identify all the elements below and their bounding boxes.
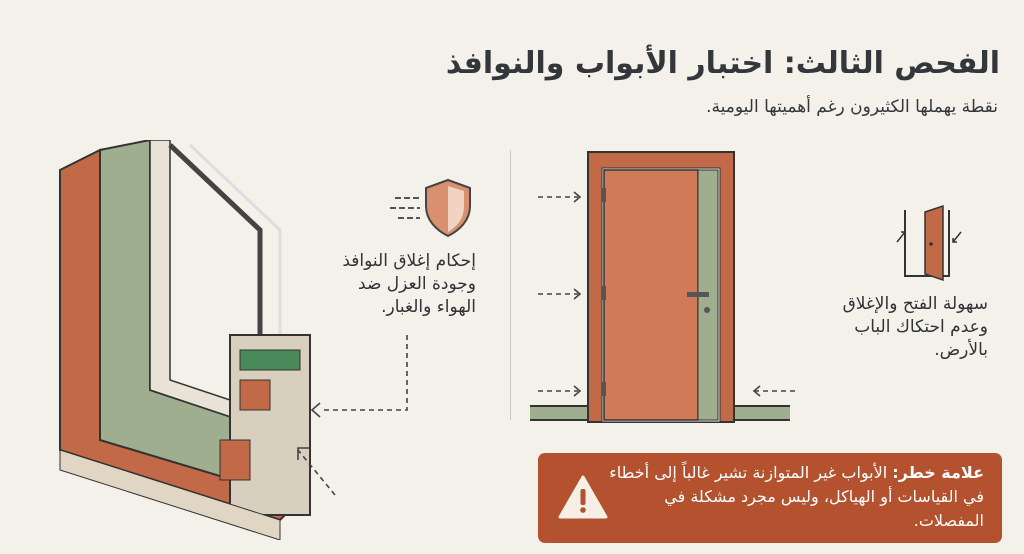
window-note-line: الهواء والغبار. xyxy=(381,297,476,317)
door-open-icon xyxy=(896,204,962,282)
page-subtitle: نقطة يهملها الكثيرون رغم أهميتها اليومية… xyxy=(706,97,998,117)
window-note-line: إحكام إغلاق النوافذ xyxy=(342,251,476,271)
door-note-line: وعدم احتكاك الباب xyxy=(854,317,988,337)
window-pointer-arrows xyxy=(297,335,408,496)
alert-text: علامة خطر: الأبواب غير المتوازنة تشير غا… xyxy=(604,461,984,533)
page-title: الفحص الثالث: اختبار الأبواب والنوافذ xyxy=(445,46,1000,81)
window-note-line: وجودة العزل ضد xyxy=(358,274,476,294)
door-note-line: بالأرض. xyxy=(934,340,988,360)
shield-wind-icon xyxy=(390,178,471,238)
door-illustration xyxy=(530,151,795,423)
danger-alert: علامة خطر: الأبواب غير المتوازنة تشير غا… xyxy=(538,453,1002,543)
door-note: سهولة الفتح والإغلاق وعدم احتكاك الباب ب… xyxy=(843,293,988,362)
window-note: إحكام إغلاق النوافذ وجودة العزل ضد الهوا… xyxy=(342,250,476,319)
window-profile-illustration xyxy=(59,140,311,540)
alert-label: علامة خطر: xyxy=(892,463,984,482)
alert-message: الأبواب غير المتوازنة تشير غالباً إلى أخ… xyxy=(609,463,984,530)
divider xyxy=(510,150,511,420)
door-note-line: سهولة الفتح والإغلاق xyxy=(842,294,988,314)
warning-icon xyxy=(558,475,608,519)
